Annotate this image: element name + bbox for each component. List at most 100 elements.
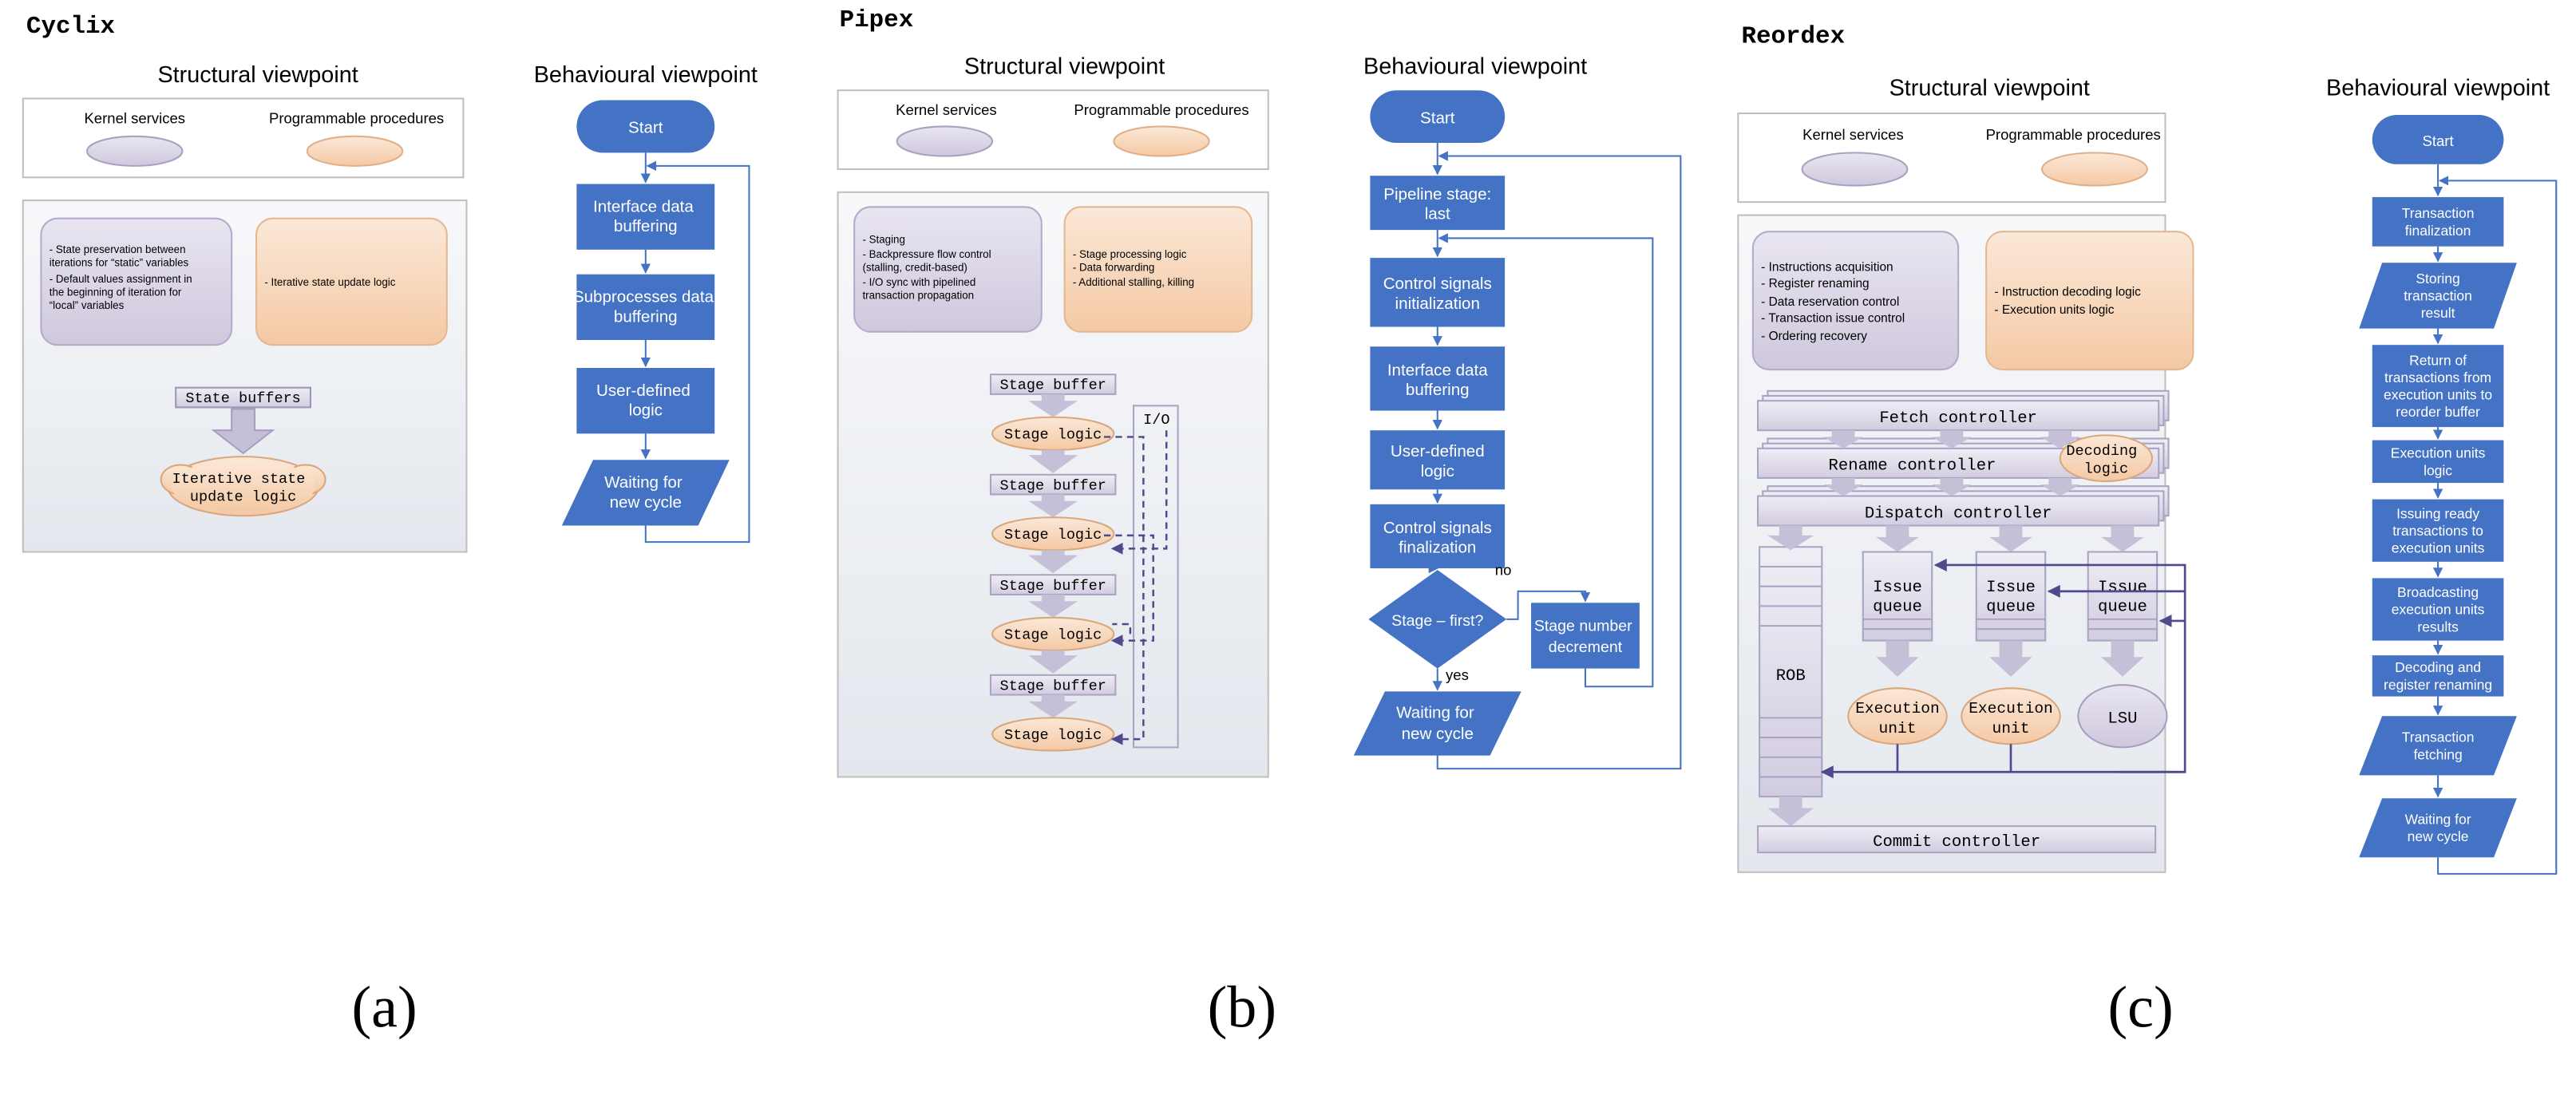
flow-step — [2372, 578, 2504, 641]
io-sync-lines — [1103, 430, 1168, 745]
start-label: Start — [2423, 132, 2455, 149]
kernel-services-box — [1751, 231, 1960, 371]
start-terminal — [576, 100, 715, 153]
decision-label: Stage – first? — [1391, 612, 1483, 630]
legend-procedures-label: Programmable procedures — [1074, 101, 1248, 118]
stage-logic-label: Stage logic — [1004, 627, 1102, 644]
down-arrow — [1989, 640, 2032, 677]
stage-buffer — [989, 674, 1117, 696]
behavioural-title: Behavioural viewpoint — [1363, 54, 1587, 80]
programmable-procedures-box — [1063, 206, 1253, 333]
flow-step-label: Interface data buffering — [593, 197, 698, 235]
legend-procedures-label: Programmable procedures — [1986, 126, 2161, 143]
programmable-procedures-text: - Iterative state update logic — [264, 276, 395, 288]
down-arrow — [1989, 525, 2032, 552]
flow-step — [1370, 504, 1506, 569]
flow-step — [2372, 655, 2504, 697]
structural-title: Structural viewpoint — [964, 54, 1165, 80]
start-terminal — [1370, 90, 1506, 144]
kernel-services-text: - Staging - Backpressure flow control (s… — [862, 234, 994, 302]
wait-label: Waiting for new cycle — [1396, 703, 1478, 743]
stage-buffer-label: Stage buffer — [1000, 678, 1106, 694]
flow-step — [2372, 196, 2504, 247]
down-arrow — [1932, 430, 1972, 449]
kernel-services-box — [853, 206, 1043, 333]
io-block — [1132, 405, 1179, 749]
rob-label: ROB — [1776, 667, 1806, 686]
programmable-procedures-box — [1985, 231, 2194, 371]
down-arrow — [2101, 640, 2144, 677]
iterative-state-update-logic-cloud — [160, 456, 326, 517]
programmable-procedures-text: - Instruction decoding logic - Execution… — [1994, 285, 2144, 317]
down-arrow — [1823, 430, 1863, 449]
wait-label: Waiting for new cycle — [604, 473, 687, 512]
decoding-logic-label: Decoding logic — [2066, 443, 2146, 478]
commit-controller — [1757, 825, 2157, 854]
flow-step-label: Subprocesses data buffering — [573, 288, 718, 326]
state-buffers — [175, 386, 311, 409]
wait-parallelogram — [1353, 691, 1521, 756]
stage-buffer-label: Stage buffer — [1000, 578, 1106, 595]
down-arrow — [1028, 694, 1078, 718]
flow-step — [2372, 345, 2504, 428]
decrement-label: Stage number decrement — [1534, 617, 1636, 656]
legend-kernel-label: Kernel services — [1802, 126, 1904, 143]
yes-label: yes — [1446, 666, 1469, 683]
issue-queue — [1975, 551, 2047, 642]
flow-step — [576, 367, 715, 434]
kernel-services-text: - Instructions acquisition - Register re… — [1761, 261, 1908, 343]
loop-back-connector — [2437, 176, 2558, 875]
caption-c: (c) — [2107, 974, 2173, 1040]
down-arrow — [1028, 393, 1078, 417]
flow-io-step — [2359, 263, 2517, 329]
start-terminal — [2372, 115, 2504, 164]
flow-step — [1370, 346, 1506, 411]
dispatch-controller — [1757, 485, 2170, 527]
panel-cyclix: Cyclix Structural viewpoint Behavioural … — [22, 13, 758, 1040]
stage-buffer-label: Stage buffer — [1000, 477, 1106, 494]
legend-box — [837, 89, 1269, 171]
behavioural-title: Behavioural viewpoint — [534, 62, 758, 88]
stage-logic-label: Stage logic — [1004, 527, 1102, 544]
down-arrow — [2040, 477, 2080, 496]
down-arrow — [1823, 477, 1863, 496]
start-label: Start — [628, 119, 663, 137]
down-arrow — [1932, 477, 1972, 496]
down-arrow — [1028, 650, 1078, 674]
down-arrow — [1028, 594, 1078, 618]
decoding-logic-cloud — [2059, 434, 2154, 483]
down-arrow — [1028, 449, 1078, 473]
panel-reordex: Reordex Structural viewpoint Behavioural… — [1737, 23, 2558, 1040]
stage-buffer — [989, 574, 1117, 596]
programmable-procedures-text: - Stage processing logic - Data forwardi… — [1073, 248, 1194, 288]
procedures-swatch — [2041, 152, 2148, 187]
lsu-label: LSU — [2107, 710, 2137, 729]
procedures-swatch — [306, 135, 404, 167]
issue-queue — [1862, 551, 1933, 642]
programmable-procedures-box — [255, 217, 448, 346]
fetch-controller — [1757, 389, 2170, 432]
decision-diamond — [1368, 570, 1507, 669]
procedures-swatch — [1113, 125, 1210, 157]
issue-queue — [2087, 551, 2159, 642]
structural-title: Structural viewpoint — [1889, 75, 2090, 101]
panel-title: Reordex — [1741, 23, 1845, 51]
caption-a: (a) — [351, 974, 417, 1040]
flow-io-step — [2359, 798, 2517, 858]
panel-title: Cyclix — [26, 13, 115, 41]
stage-buffer — [989, 374, 1117, 395]
dispatch-controller-label: Dispatch controller — [1865, 504, 2052, 523]
